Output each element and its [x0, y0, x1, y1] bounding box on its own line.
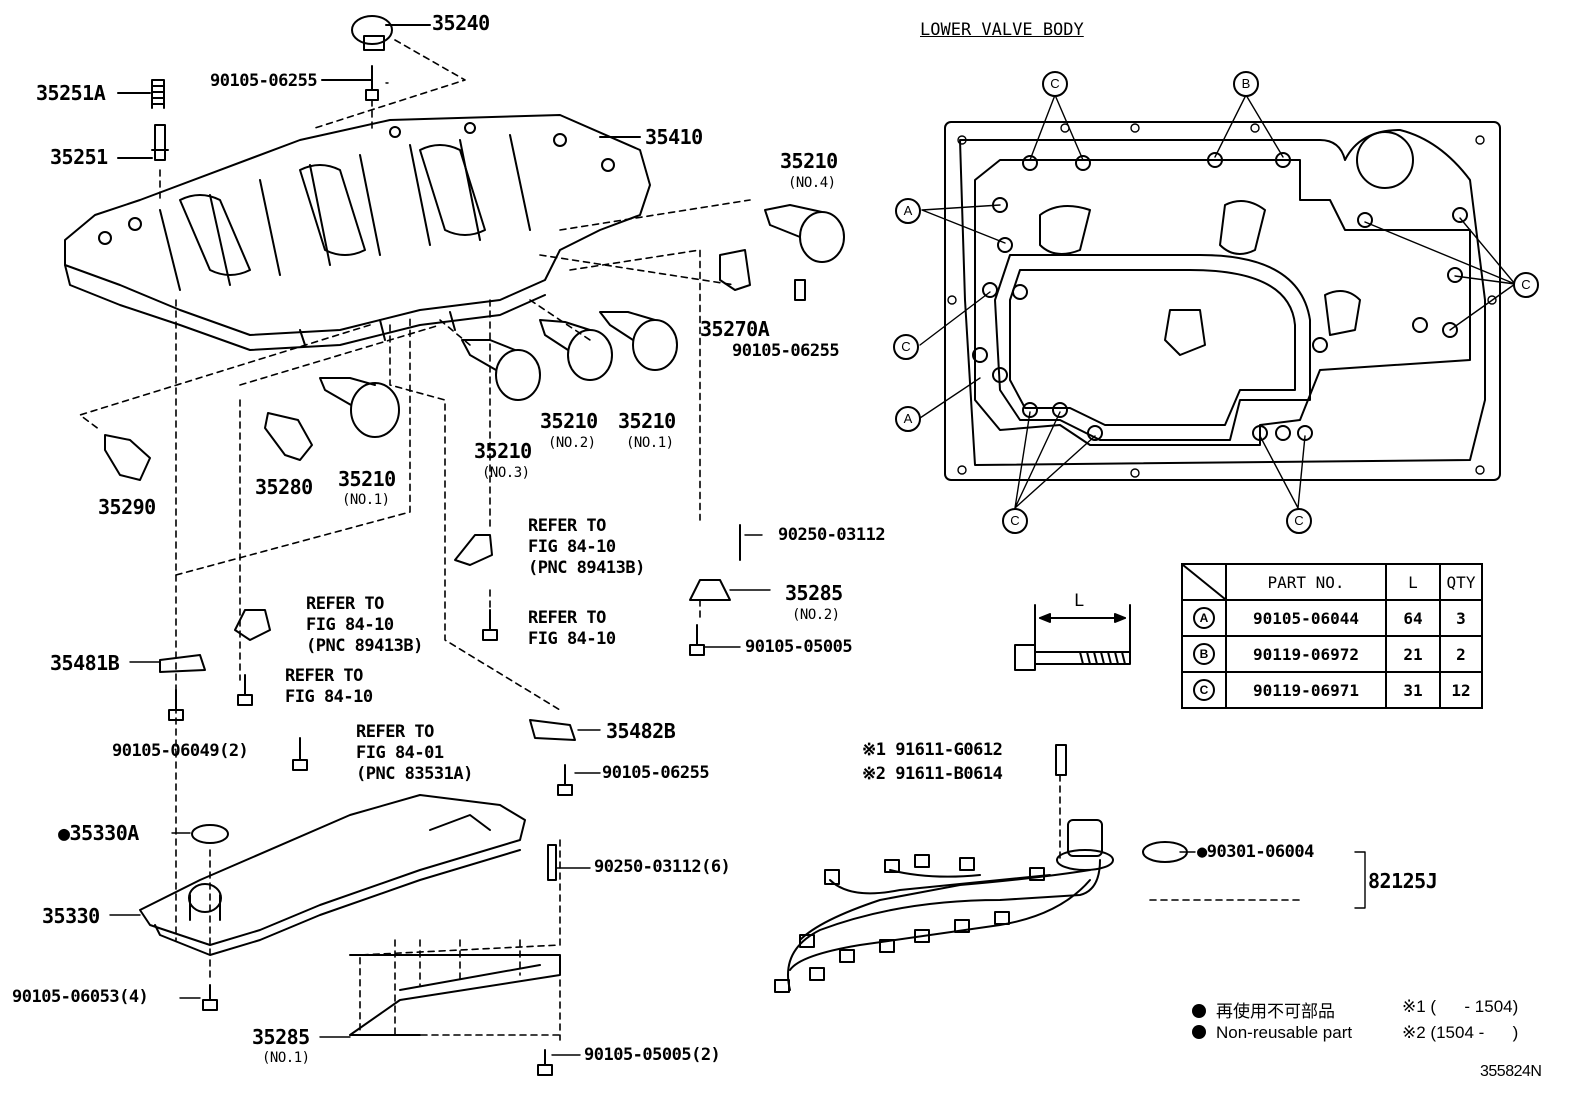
part-label-82125j: 82125J [1368, 869, 1438, 893]
callout-a-lower: A [895, 406, 921, 432]
part-label-90105-06255-top: 90105-06255 [210, 71, 318, 91]
part-label-35285-no1: 35285 [252, 1025, 310, 1049]
table-l-cell: 31 [1385, 671, 1441, 709]
table-qty-cell: 12 [1439, 671, 1483, 709]
valve-body-assembly [64, 15, 651, 351]
part-label-35210-no2: 35210 [540, 409, 598, 433]
bolt-spec-table: PART NO. L QTY A 90105-06044 64 3 B 9011… [1181, 563, 1483, 709]
refer-note-3: REFER TO FIG 84-10 (PNC 89413B) [306, 594, 423, 656]
part-label-90105-06053: 90105-06053(4) [12, 987, 149, 1007]
part-label-90301-06004: ●90301-06004 [1197, 842, 1314, 862]
part-label-35481b: 35481B [50, 651, 120, 675]
refer-note-5: REFER TO FIG 84-01 (PNC 83531A) [356, 722, 473, 784]
part-sub-35285-no2: (NO.2) [792, 607, 840, 623]
part-sub-no2: (NO.2) [548, 435, 596, 451]
diagram-title: LOWER VALVE BODY [920, 20, 1084, 40]
table-row: A 90105-06044 64 3 [1181, 599, 1483, 637]
figure-code: 355824N [1480, 1063, 1542, 1080]
table-key-cell: B [1181, 635, 1227, 673]
table-header-l: L [1385, 563, 1441, 601]
part-label-35251: 35251 [50, 145, 108, 169]
legend-non-reusable-en: Non-reusable part [1192, 1023, 1352, 1043]
part-sub-no4: (NO.4) [788, 175, 836, 191]
table-l-cell: 64 [1385, 599, 1441, 637]
table-part-cell: 90119-06972 [1225, 635, 1387, 673]
part-label-91611-g0612: ※1 91611-G0612 [862, 740, 1003, 760]
part-label-35251a: 35251A [36, 81, 106, 105]
bullet-icon [1192, 1004, 1206, 1018]
part-label-90250-03112-6: 90250-03112(6) [594, 857, 731, 877]
callout-b: B [1233, 71, 1259, 97]
bolt-dimension-figure [1014, 604, 1131, 671]
callout-c-bottom-left: C [1002, 508, 1028, 534]
table-row: C 90119-06971 31 12 [1181, 671, 1483, 709]
legend-non-reusable-jp: 再使用不可部品 [1192, 997, 1335, 1022]
assembly-guide-lines [79, 39, 1301, 1041]
part-label-35210-no1b: 35210 [618, 409, 676, 433]
callout-c-left: C [893, 334, 919, 360]
callout-c-key: C [1193, 679, 1215, 701]
part-label-35290: 35290 [98, 495, 156, 519]
part-sub-no1b: (NO.1) [626, 435, 674, 451]
part-label-35210-no1a: 35210 [338, 467, 396, 491]
table-header-row: PART NO. L QTY [1181, 563, 1483, 601]
part-label-35240: 35240 [432, 11, 490, 35]
callout-a-key: A [1193, 607, 1215, 629]
part-label-90105-06049: 90105-06049(2) [112, 741, 249, 761]
table-qty-cell: 2 [1439, 635, 1483, 673]
legend-note-2: ※2 (1504 - ) [1402, 1023, 1519, 1042]
part-label-91611-b0614: ※2 91611-B0614 [862, 764, 1003, 784]
table-corner-cell [1181, 563, 1227, 601]
part-label-35270a: 35270A [700, 317, 770, 341]
lower-valve-body-plan [944, 121, 1501, 481]
part-label-35410: 35410 [645, 125, 703, 149]
part-label-90105-05005-2: 90105-05005(2) [584, 1045, 721, 1065]
refer-note-2: REFER TO FIG 84-10 [528, 608, 616, 649]
part-label-35210-no3: 35210 [474, 439, 532, 463]
callout-a-upper: A [895, 198, 921, 224]
table-key-cell: C [1181, 671, 1227, 709]
callout-c-right: C [1513, 272, 1539, 298]
leader-lines [109, 82, 1366, 1056]
diagonal-line-icon [1183, 565, 1225, 599]
refer-note-1: REFER TO FIG 84-10 (PNC 89413B) [528, 516, 645, 578]
table-key-cell: A [1181, 599, 1227, 637]
part-label-35210-no4: 35210 [780, 149, 838, 173]
table-row: B 90119-06972 21 2 [1181, 635, 1483, 673]
oil-strainer [139, 794, 561, 1036]
legend-note-1: ※1 ( - 1504) [1402, 997, 1519, 1016]
callout-c-top: C [1042, 71, 1068, 97]
part-label-90105-06255-low: 90105-06255 [602, 763, 710, 783]
part-label-35330: 35330 [42, 904, 100, 928]
solenoid-parts [104, 204, 845, 1076]
part-label-90105-06255-mid: 90105-06255 [732, 341, 840, 361]
part-sub-no1a: (NO.1) [342, 492, 390, 508]
part-label-90250-03112: 90250-03112 [778, 525, 886, 545]
table-l-cell: 21 [1385, 635, 1441, 673]
part-sub-35285-no1: (NO.1) [262, 1050, 310, 1066]
callout-b-key: B [1193, 643, 1215, 665]
wire-harness [774, 744, 1188, 993]
callout-c-bottom-right: C [1286, 508, 1312, 534]
part-sub-no3: (NO.3) [482, 465, 530, 481]
table-part-cell: 90105-06044 [1225, 599, 1387, 637]
part-label-35285-no2: 35285 [785, 581, 843, 605]
refer-note-4: REFER TO FIG 84-10 [285, 666, 373, 707]
bolt-length-label: L [1074, 591, 1084, 611]
table-part-cell: 90119-06971 [1225, 671, 1387, 709]
part-label-35280: 35280 [255, 475, 313, 499]
table-header-qty: QTY [1439, 563, 1483, 601]
part-label-35482b: 35482B [606, 719, 676, 743]
bullet-icon [1192, 1025, 1206, 1039]
table-qty-cell: 3 [1439, 599, 1483, 637]
callout-leaders [919, 94, 1516, 509]
part-label-35330a: ●35330A [58, 821, 139, 845]
table-header-part: PART NO. [1225, 563, 1387, 601]
part-label-90105-05005: 90105-05005 [745, 637, 853, 657]
